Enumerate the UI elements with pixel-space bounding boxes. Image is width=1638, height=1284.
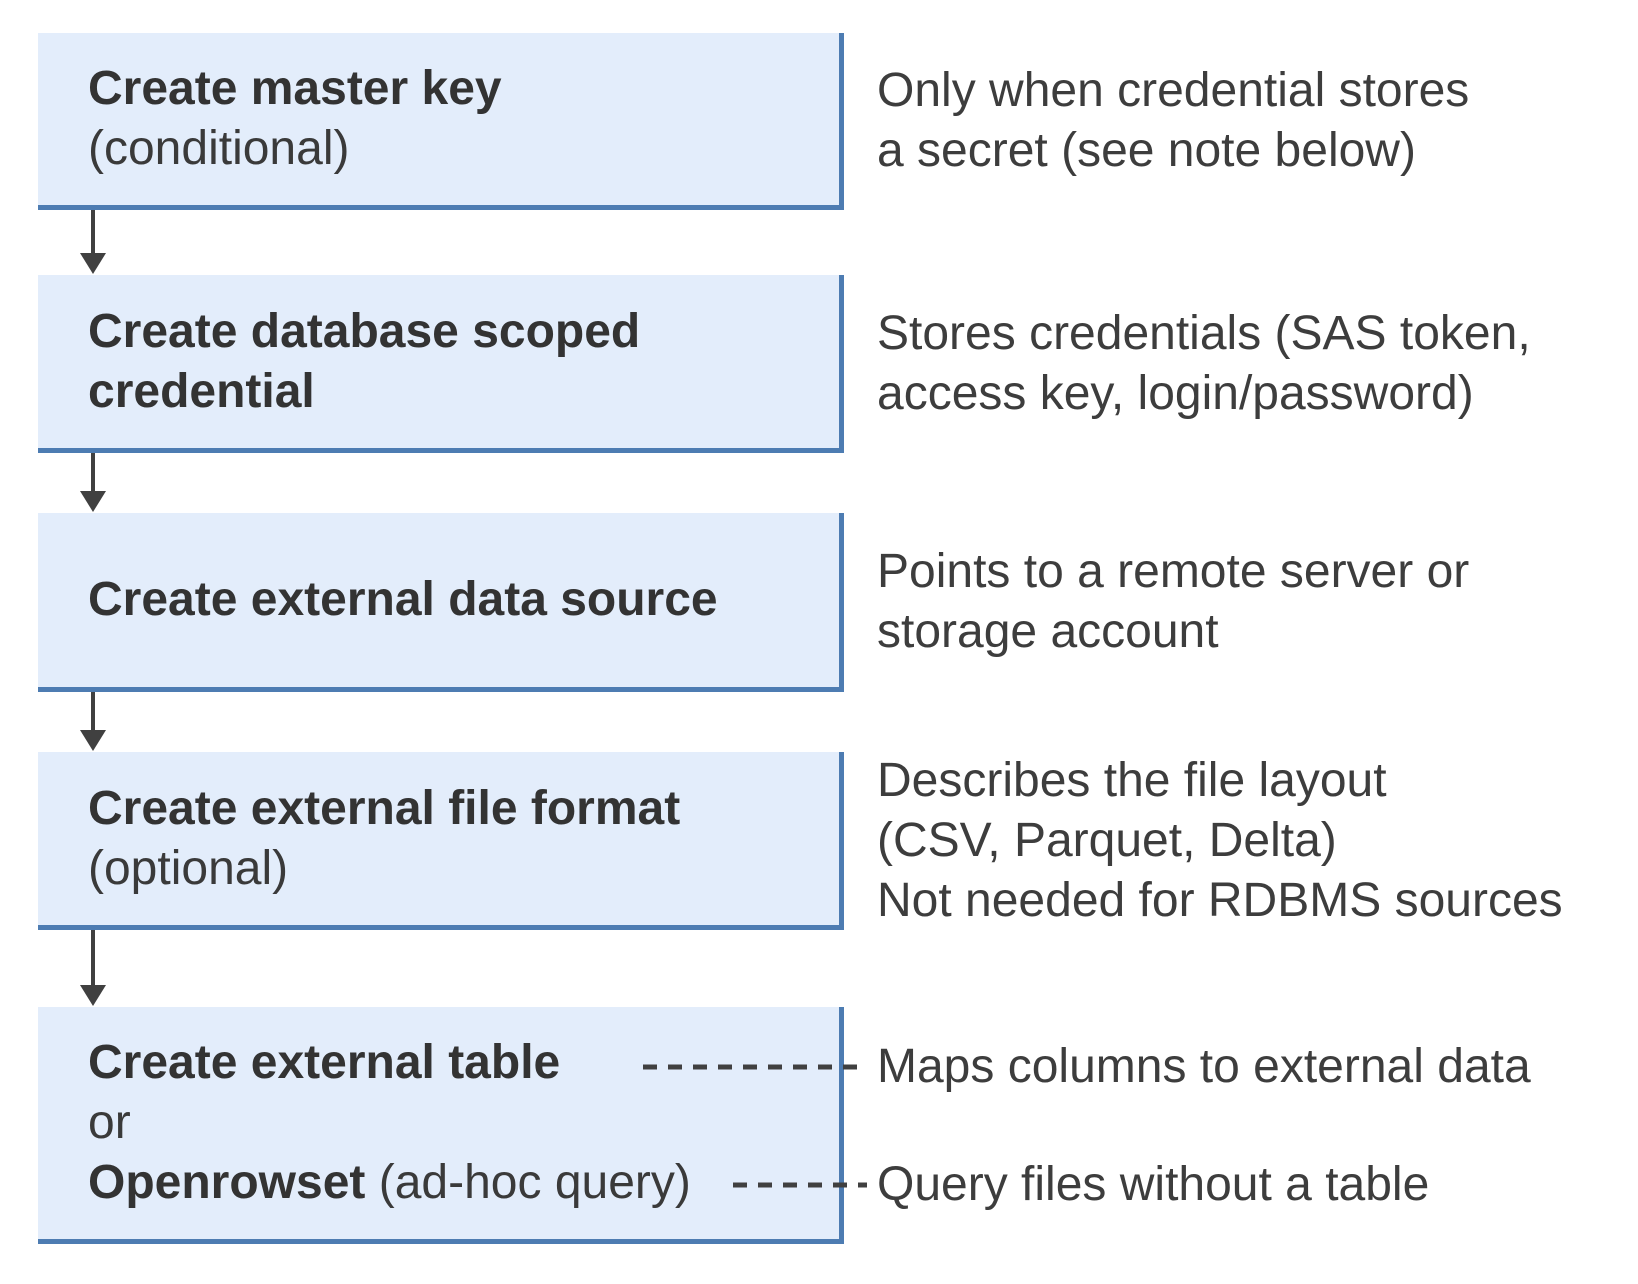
openrowset-label: Openrowset	[88, 1156, 366, 1209]
step-subtitle: (optional)	[88, 841, 289, 895]
note-external-data-source: Points to a remote server or storage acc…	[877, 545, 1470, 658]
step-box-create-database-scoped-credential: Create database scoped credential	[38, 275, 844, 453]
step-box-create-master-key: Create master key (conditional)	[38, 33, 844, 210]
down-arrow-icon	[80, 692, 106, 751]
step-box-create-external-file-format: Create external file format (optional)	[38, 752, 844, 930]
down-arrow-icon	[80, 453, 106, 512]
step-title: Create database scoped credential	[88, 304, 641, 418]
adhoc-query-label: (ad-hoc query)	[365, 1156, 691, 1209]
note-external-file-format: Describes the file layout (CSV, Parquet,…	[877, 754, 1563, 927]
step-title-openrowset: Openrowset (ad-hoc query)	[88, 1153, 829, 1213]
note-database-scoped-credential: Stores credentials (SAS token, access ke…	[877, 307, 1531, 420]
dashed-connector-external-table	[643, 1064, 867, 1070]
down-arrow-icon	[80, 930, 106, 1006]
step-box-create-external-data-source: Create external data source	[38, 513, 844, 692]
dashed-connector-openrowset	[733, 1182, 867, 1188]
note-master-key: Only when credential stores a secret (se…	[877, 64, 1470, 177]
note-external-table: Maps columns to external data	[877, 1040, 1531, 1093]
step-title: Create master key	[88, 62, 502, 115]
step-title: Create external data source	[88, 573, 718, 626]
step-subtitle: (conditional)	[88, 122, 350, 175]
step-or-label: or	[88, 1096, 131, 1149]
step-title-external-table: Create external table	[88, 1036, 561, 1089]
down-arrow-icon	[80, 210, 106, 274]
step-box-create-external-table-or-openrowset: Create external table or Openrowset (ad-…	[38, 1007, 844, 1244]
step-title: Create external file format	[88, 781, 681, 835]
note-openrowset: Query files without a table	[877, 1158, 1430, 1211]
